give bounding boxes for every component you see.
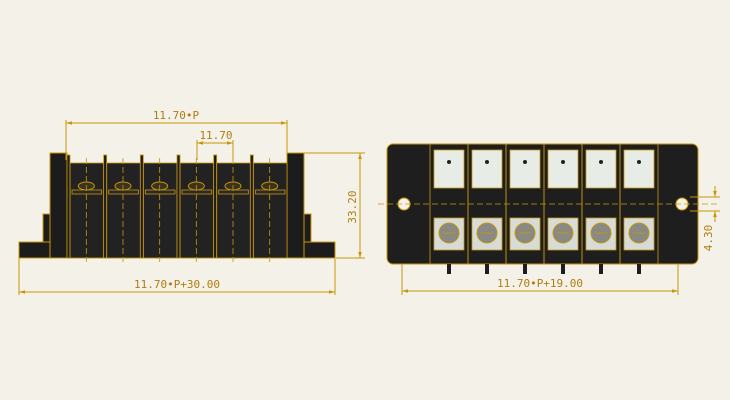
barrier (103, 154, 108, 259)
top-terminal (505, 143, 545, 274)
tab-hole-icon (485, 160, 489, 164)
front-terminal (66, 154, 105, 262)
barrier (139, 154, 144, 259)
dim-hole: 4.30 (702, 225, 715, 252)
barrier (176, 154, 181, 259)
barrier (249, 154, 254, 259)
pin (523, 264, 527, 274)
top-terminal (543, 143, 583, 274)
front-terminal (249, 154, 288, 262)
top-terminal (619, 143, 659, 274)
dim-pitch: 11.70 (199, 129, 232, 142)
tab-hole-icon (561, 160, 565, 164)
screw-washer (108, 189, 139, 195)
tab-hole-icon (447, 160, 451, 164)
top-view: 11.70•P+19.00 4.30 (378, 143, 720, 295)
quick-connect-tab (623, 149, 655, 189)
quick-connect-tab (509, 149, 541, 189)
screw-washer (218, 189, 249, 195)
pin (485, 264, 489, 274)
front-right-post (286, 152, 305, 259)
quick-connect-tab (547, 149, 579, 189)
quick-connect-tab (585, 149, 617, 189)
pin (637, 264, 641, 274)
top-terminal (467, 143, 507, 274)
screw-washer (144, 189, 176, 195)
pin (447, 264, 451, 274)
front-right-tab (303, 213, 312, 243)
tab-hole-icon (599, 160, 603, 164)
quick-connect-tab (433, 149, 465, 189)
tab-hole-icon (637, 160, 641, 164)
terminal-cell (252, 162, 288, 259)
top-terminal (581, 143, 621, 274)
barrier (66, 154, 71, 259)
tab-hole-icon (523, 160, 527, 164)
top-terminal (429, 143, 469, 274)
screw-washer (71, 189, 103, 195)
dim-overall-width: 11.70•P+30.00 (134, 278, 220, 291)
dim-height: 33.20 (346, 190, 359, 223)
pin (599, 264, 603, 274)
front-left-tab (42, 213, 51, 243)
pin (561, 264, 565, 274)
dim-pitch-total: 11.70•P (153, 109, 200, 122)
quick-connect-tab (471, 149, 503, 189)
screw-washer (254, 189, 286, 195)
front-terminal (139, 154, 178, 262)
barrier (213, 154, 218, 259)
dim-mount-width: 11.70•P+19.00 (497, 277, 583, 290)
front-view: 11.70•P 11.70 33.20 11.70•P+30.00 (18, 109, 365, 295)
front-left-post (49, 152, 68, 259)
screw-washer (181, 189, 213, 195)
